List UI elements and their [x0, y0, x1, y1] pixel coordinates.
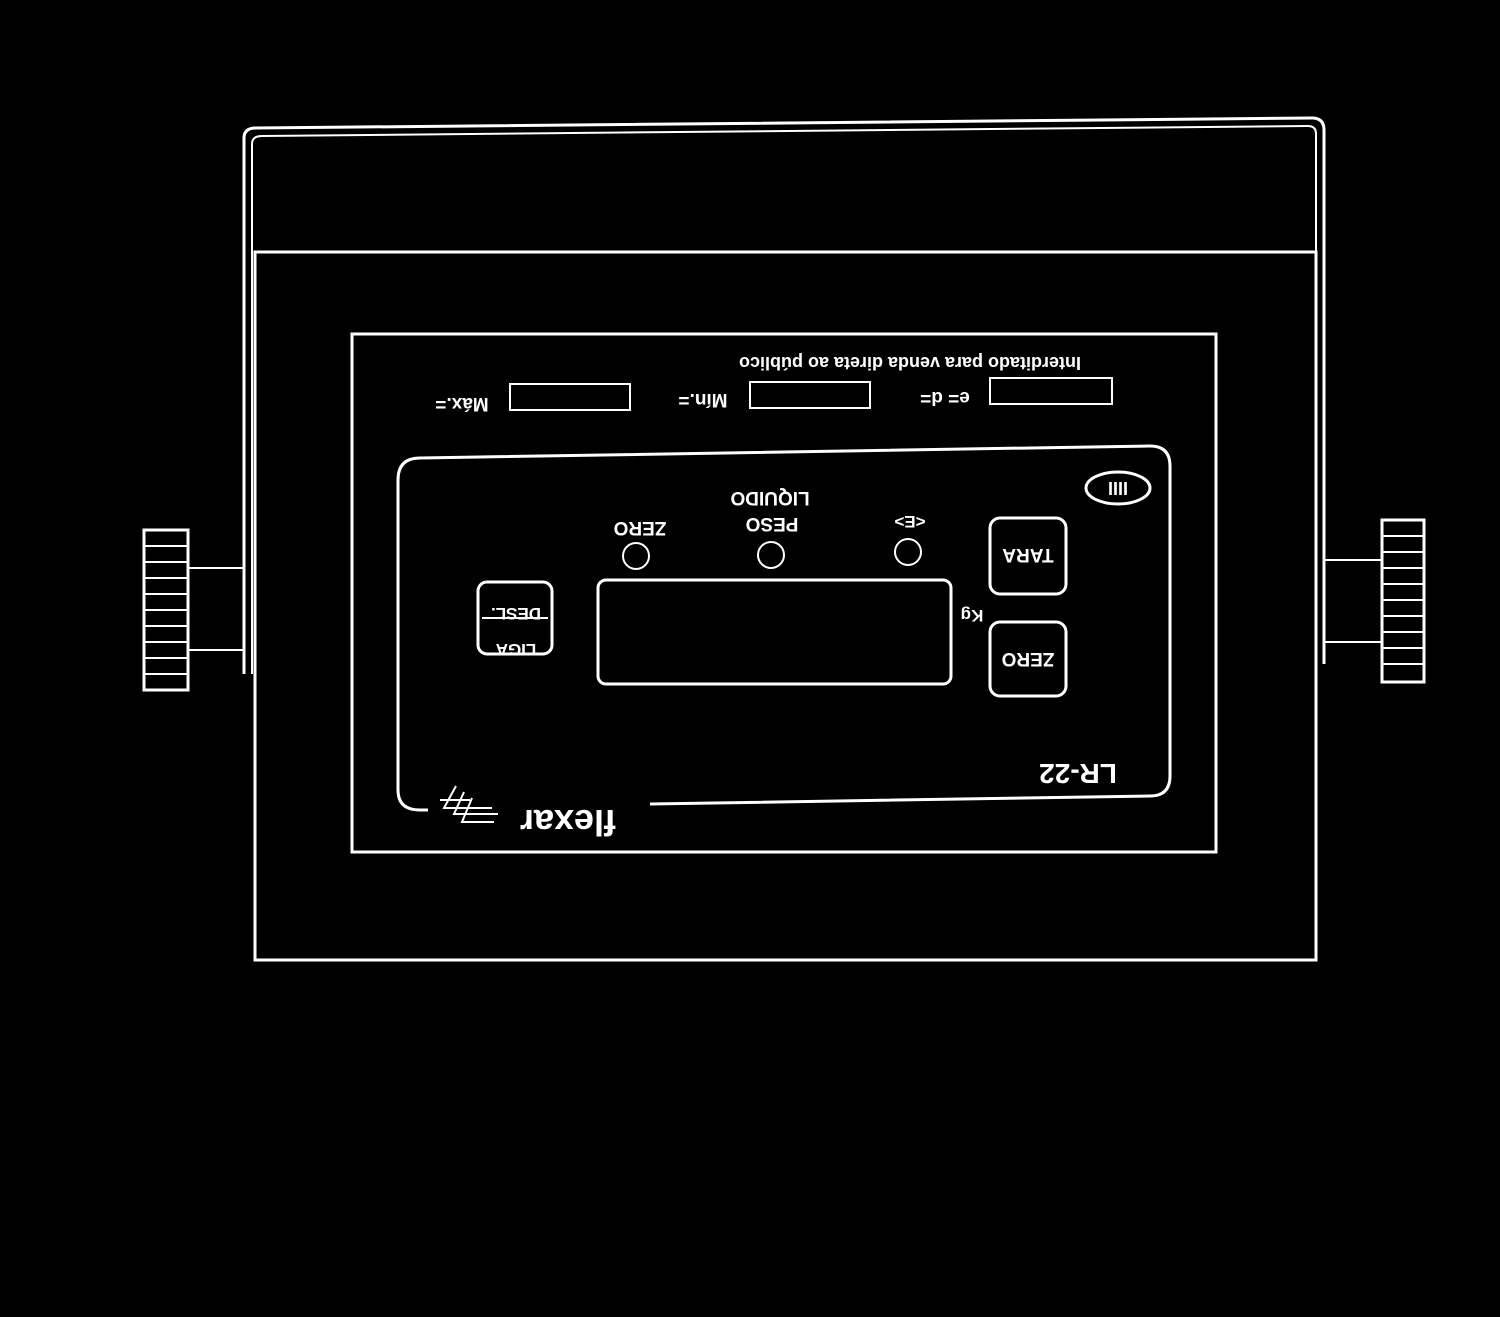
- e-d-value-box: [989, 377, 1113, 405]
- mounting-bracket-inner: [251, 124, 1317, 674]
- zero-indicator-led: [622, 542, 650, 570]
- inmetro-badge: IIII: [1084, 470, 1152, 506]
- keypad-panel: [396, 444, 1172, 812]
- e-d-label: e= d=: [920, 387, 970, 408]
- power-button-liga-label: LIGA: [496, 640, 537, 659]
- power-button[interactable]: DESL. LIGA: [476, 580, 554, 659]
- mounting-bracket: [242, 116, 1326, 674]
- min-value-box: [749, 381, 871, 409]
- tara-button-label: TARA: [1002, 544, 1054, 565]
- right-knob[interactable]: [1380, 518, 1426, 684]
- notice-text: Interditado para venda direta ao público: [739, 353, 1081, 373]
- tara-button[interactable]: TARA: [988, 516, 1068, 596]
- weight-display: [596, 578, 953, 686]
- e-indicator-led: [894, 538, 922, 566]
- power-button-desl-label: DESL.: [491, 604, 541, 623]
- zero-button[interactable]: ZERO: [988, 620, 1068, 698]
- zero-button-label: ZERO: [1002, 648, 1055, 669]
- brand-logo-icon: [440, 785, 498, 823]
- front-plate: [350, 332, 1218, 854]
- min-label: Mín.=: [678, 389, 727, 410]
- peso-liquido-label-line1: LIQUIDO: [730, 487, 809, 508]
- brand-name: flexar: [520, 802, 616, 843]
- zero-indicator-label: ZERO: [614, 517, 667, 538]
- left-knob[interactable]: [142, 528, 190, 692]
- inmetro-badge-text: IIII: [1108, 479, 1128, 499]
- max-label: Máx.=: [435, 393, 488, 414]
- max-value-box: [509, 383, 631, 411]
- e-indicator-label: <E>: [894, 512, 925, 531]
- unit-label: Kg: [961, 606, 984, 625]
- peso-liquido-label-line2: PESO: [746, 513, 799, 534]
- peso-liquido-indicator-led: [757, 541, 785, 569]
- model-label: LR-22: [1039, 758, 1117, 789]
- indicator-housing: [253, 250, 1318, 962]
